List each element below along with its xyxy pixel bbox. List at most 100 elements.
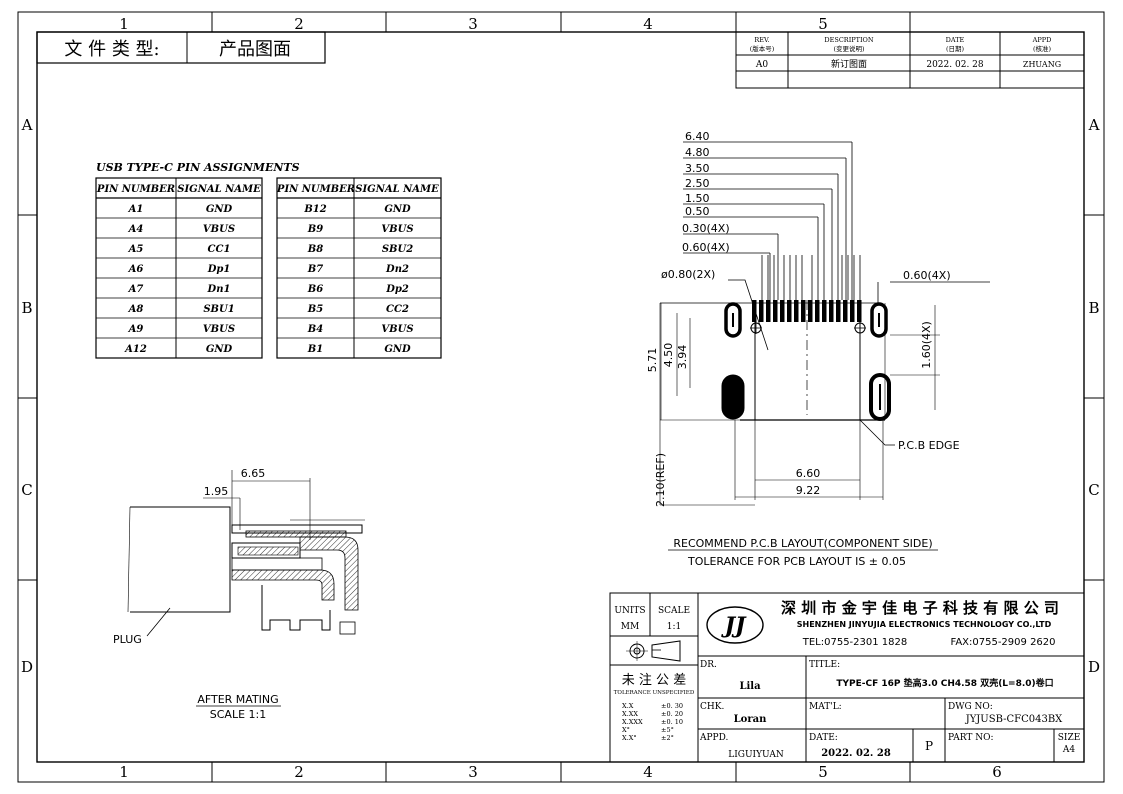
signal-name: VBUS: [381, 324, 413, 335]
tolerance-format: X°: [622, 726, 630, 734]
pin-number: B9: [307, 224, 323, 235]
pin-number: B8: [307, 244, 323, 255]
pin-number: B4: [307, 324, 323, 335]
pin-number-header: PIN NUMBER: [276, 184, 355, 195]
title-label: TITLE:: [809, 660, 840, 670]
date-value: 2022. 02. 28: [821, 748, 891, 759]
zone-row-right-d: D: [1088, 658, 1100, 676]
signal-name: SBU1: [203, 304, 234, 315]
dwg-label: DWG NO:: [948, 702, 993, 712]
dim-top-5: 0.50: [685, 205, 710, 218]
zone-row-right-a: A: [1088, 116, 1100, 134]
pin-number: A7: [128, 284, 144, 295]
pin-number: A4: [128, 224, 144, 235]
tolerance-en: TOLERANCE UNSPECIFIED: [614, 690, 695, 696]
pin-assignments: USB TYPE-C PIN ASSIGNMENTS PIN NUMBER SI…: [95, 161, 442, 359]
title-block: JJ UNITS MM SCALE 1:1 未 注 公 差 TOLERANCE …: [609, 592, 1085, 763]
signal-name: Dp2: [385, 284, 409, 295]
size-label: SIZE: [1058, 733, 1081, 743]
signal-name-header: SIGNAL NAME: [177, 184, 261, 195]
dim-right: 1.60(4X): [920, 321, 933, 369]
appd-header: APPD: [1032, 36, 1052, 44]
pin-number: A8: [128, 304, 144, 315]
slot-bottom-right: [869, 373, 891, 421]
pin-number: A9: [128, 324, 144, 335]
zone-col-top-4: 4: [643, 15, 653, 33]
zone-labels: 1 2 3 4 5 1 2 3 4 5 6 A B C D A B C D: [21, 15, 1100, 781]
mating-caption: AFTER MATING: [197, 693, 278, 706]
revision-block: REV. (版本号) DESCRIPTION (变更说明) DATE (日期) …: [735, 31, 1085, 89]
date-header-cn: (日期): [946, 45, 965, 53]
zone-row-left-b: B: [21, 299, 32, 317]
dim-left-1: 4.50: [662, 343, 675, 368]
company-tel: TEL:0755-2301 1828: [802, 637, 908, 648]
dim-top-2: 3.50: [685, 162, 710, 175]
dr-label: DR.: [700, 660, 717, 670]
signal-name: Dn2: [385, 264, 409, 275]
tolerance-format: X.XXX: [622, 718, 643, 726]
desc-header: DESCRIPTION: [824, 36, 873, 44]
zone-col-bottom-6: 6: [992, 763, 1002, 781]
pin-number: A5: [128, 244, 144, 255]
units-value: MM: [621, 622, 639, 632]
material-label: MAT'L:: [809, 702, 842, 712]
dim-left-2: 3.94: [676, 345, 689, 370]
part-no-label: PART NO:: [948, 733, 994, 743]
slot-top-right: [870, 302, 888, 338]
zone-row-left-a: A: [21, 116, 33, 134]
dim-ref: 2.10(REF): [654, 453, 667, 507]
dim-top-3: 2.50: [685, 177, 710, 190]
dim-bottom-1: 9.22: [796, 484, 821, 497]
logo-text: JJ: [721, 613, 747, 639]
pin-table-title: USB TYPE-C PIN ASSIGNMENTS: [96, 161, 300, 174]
slot-bottom-left: [721, 374, 745, 420]
scale-value: 1:1: [667, 622, 681, 632]
signal-name: CC2: [386, 304, 409, 315]
company-name-en: SHENZHEN JINYUJIA ELECTRONICS TECHNOLOGY…: [797, 620, 1052, 629]
signal-name: VBUS: [381, 224, 413, 235]
appd-value: LIGUIYUAN: [728, 750, 784, 760]
hole-dim: ø0.80(2X): [661, 268, 715, 281]
pin-number: A1: [128, 204, 144, 215]
tolerance-value: ±5°: [661, 726, 674, 734]
zone-col-top-3: 3: [468, 15, 478, 33]
chk-label: CHK.: [700, 702, 724, 712]
right-top-dim: 0.60(4X): [903, 269, 951, 282]
units-label: UNITS: [614, 606, 645, 616]
zone-col-bottom-1: 1: [119, 763, 129, 781]
pcb-caption-1: RECOMMEND P.C.B LAYOUT(COMPONENT SIDE): [673, 537, 932, 550]
date-header: DATE: [946, 36, 965, 44]
pin-number: B7: [307, 264, 323, 275]
zone-row-left-c: C: [21, 481, 32, 499]
pcb-layout-view: [659, 141, 990, 506]
mating-scale: SCALE 1:1: [210, 708, 266, 721]
signal-name: VBUS: [203, 324, 235, 335]
tolerance-cn: 未 注 公 差: [622, 673, 686, 688]
plug-label: PLUG: [113, 633, 142, 646]
signal-name: GND: [206, 204, 233, 215]
pin-number: A6: [128, 264, 144, 275]
file-type-box: 文 件 类 型: 产品图面: [36, 31, 326, 64]
date-label: DATE:: [809, 733, 838, 743]
zone-col-bottom-4: 4: [643, 763, 653, 781]
chk-value: Loran: [734, 714, 767, 725]
signal-name: Dp1: [207, 264, 231, 275]
date-value: 2022. 02. 28: [926, 60, 984, 70]
zone-col-top-5: 5: [818, 15, 828, 33]
tolerance-list: X.X±0. 30X.XX±0. 20X.XXX±0. 10X°±5°X.X°±…: [622, 702, 683, 742]
company-name-cn: 深 圳 市 金 宇 佳 电 子 科 技 有 限 公 司: [781, 599, 1059, 617]
pin-number: A12: [124, 344, 147, 355]
sheet-frame: [17, 11, 1105, 783]
dim-left-0: 5.71: [646, 348, 659, 373]
pcb-edge-label: P.C.B EDGE: [898, 439, 960, 452]
tolerance-format: X.X°: [622, 734, 637, 742]
dim-top-4: 1.50: [685, 192, 710, 205]
dim-top-6: 0.30(4X): [682, 222, 730, 235]
pcb-caption-2: TOLERANCE FOR PCB LAYOUT IS ± 0.05: [687, 555, 906, 568]
zone-col-top-1: 1: [119, 15, 129, 33]
desc-header-cn: (变更说明): [833, 44, 865, 53]
company-logo: JJ: [706, 606, 764, 644]
dim-top-7: 0.60(4X): [682, 241, 730, 254]
